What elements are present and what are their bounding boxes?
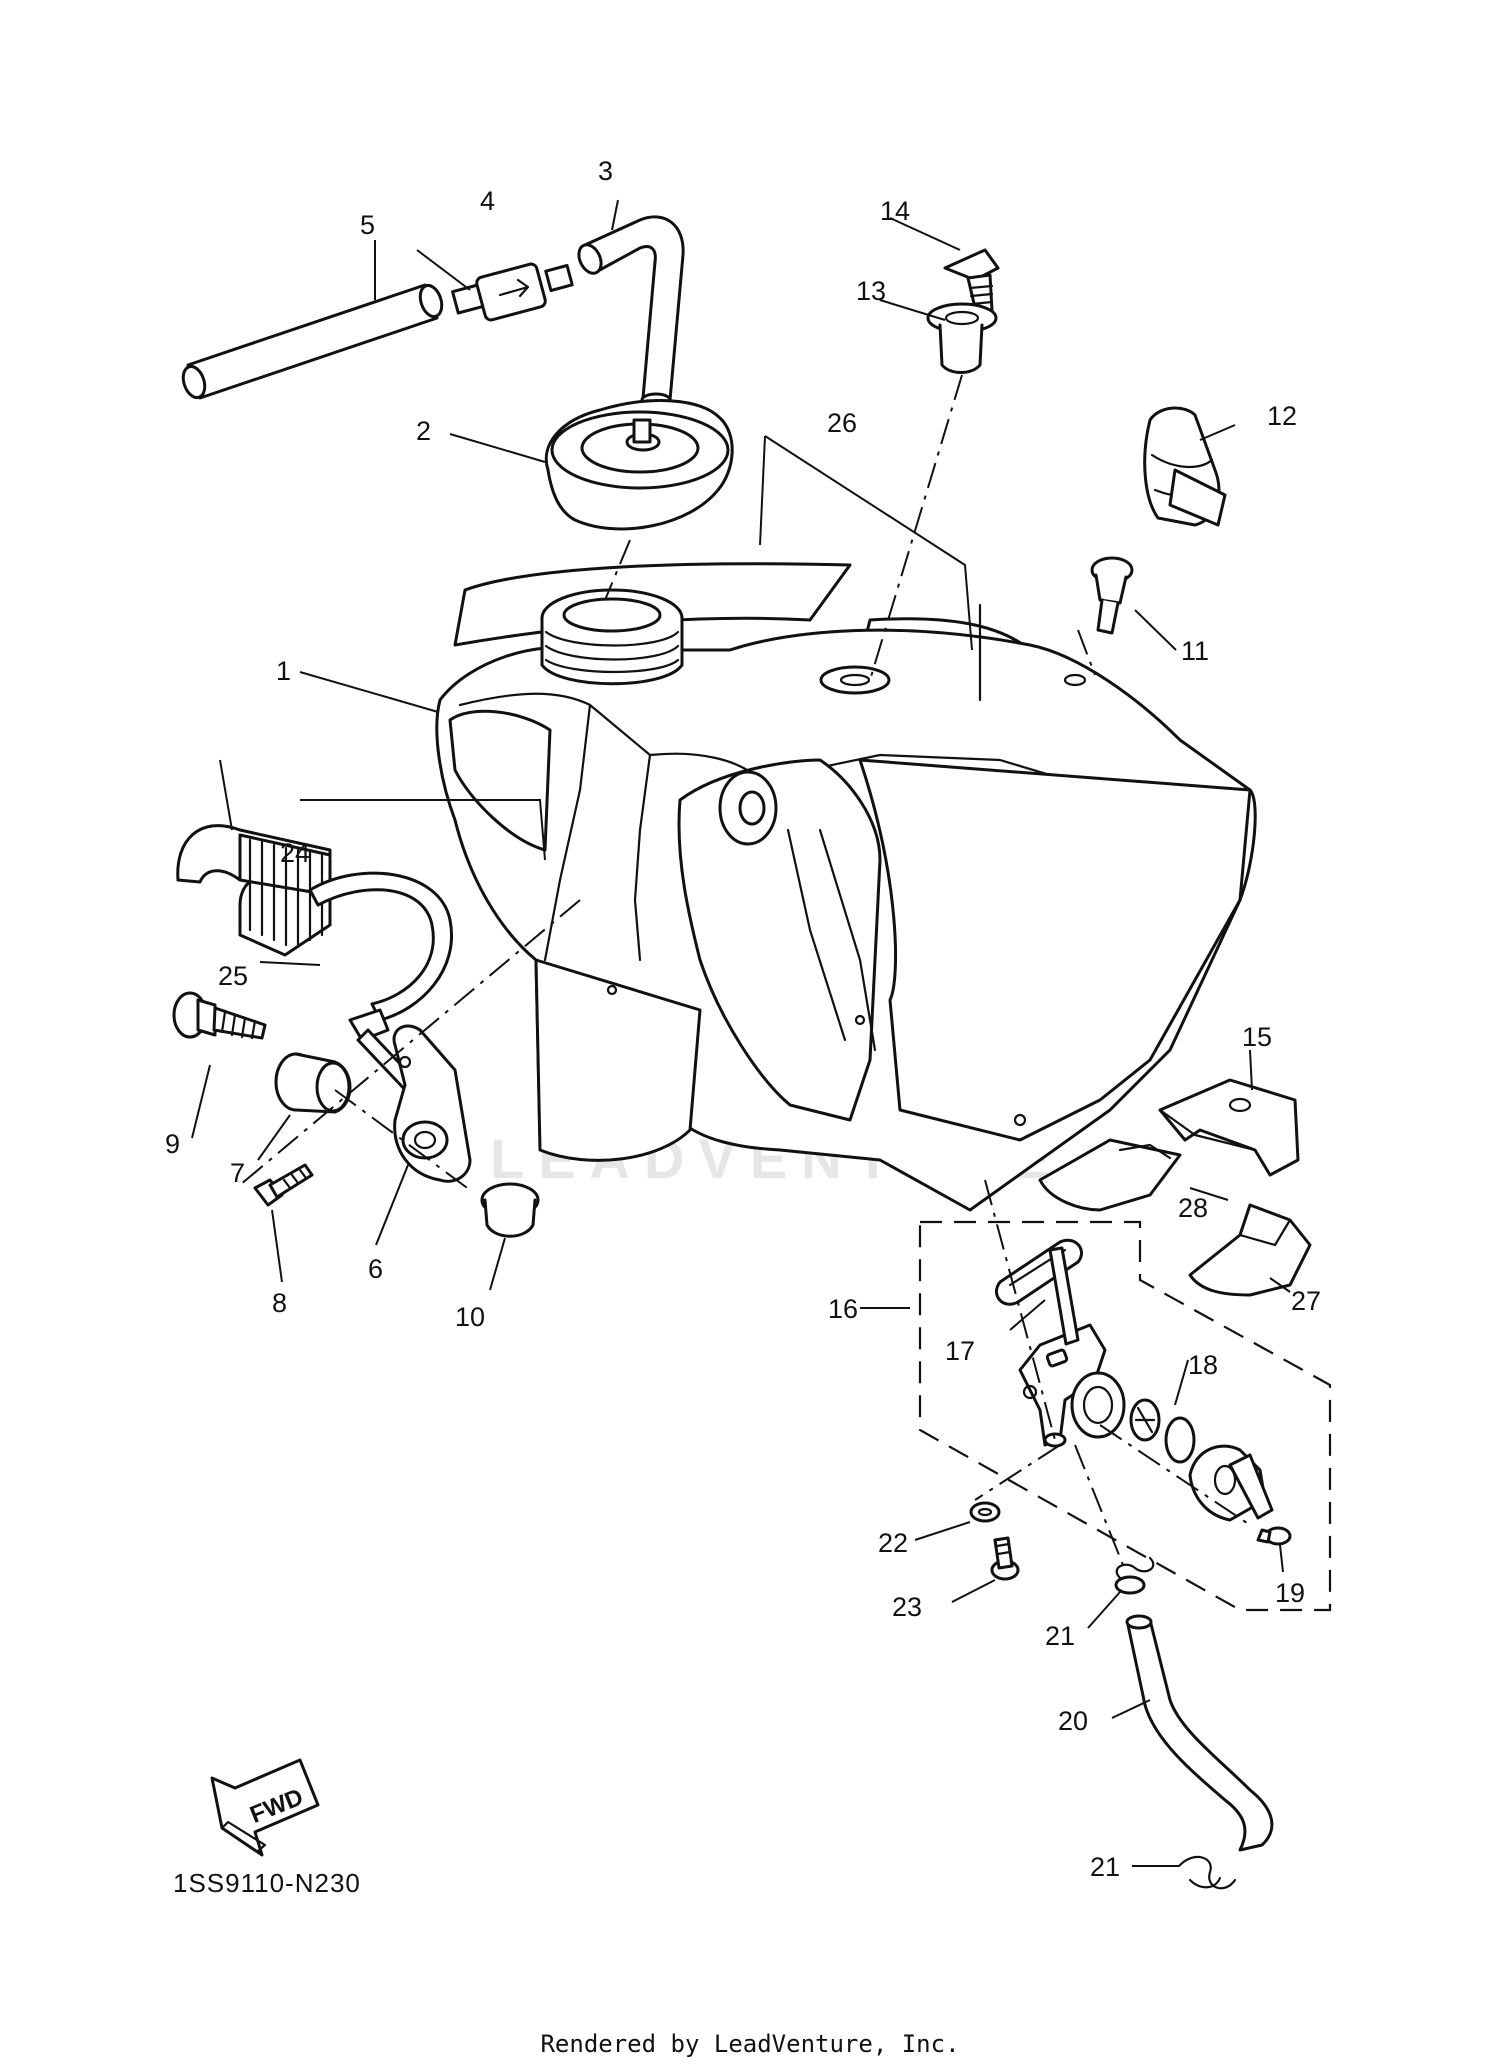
callout-22: 22 [878,1528,908,1558]
callout-27: 27 [1291,1286,1321,1316]
part-12-strap [1143,406,1227,527]
callout-19: 19 [1275,1578,1305,1608]
callout-21-upper: 21 [1045,1621,1075,1651]
callout-7: 7 [230,1158,245,1188]
part-7-damper [274,1052,352,1114]
callout-14: 14 [880,196,910,226]
callout-10: 10 [455,1302,485,1332]
callout-28: 28 [1178,1193,1208,1223]
diagram-code: 1SS9110-N230 [173,1868,361,1898]
fwd-arrow-icon: FWD [210,1758,320,1857]
callout-4: 4 [480,186,495,216]
callout-23: 23 [892,1592,922,1622]
part-6-bracket [392,1024,472,1183]
part-11-bolt [1090,556,1134,635]
part-14-screw [943,248,1000,314]
callout-21-lower: 21 [1090,1852,1120,1882]
part-21-clip-upper [1114,1556,1155,1595]
part-22-washer [969,1501,1001,1523]
part-1-fuel-tank [435,588,1257,1212]
part-19-screw [1256,1526,1292,1546]
part-8-bolt [253,1163,314,1207]
part-28-pad [1038,1138,1182,1212]
callout-6: 6 [368,1254,383,1284]
callout-25: 25 [218,961,248,991]
callout-1: 1 [276,656,291,686]
callout-26: 26 [827,408,857,438]
part-3-bent-hose [577,215,685,408]
rendered-by-footer: Rendered by LeadVenture, Inc. [540,2030,960,2058]
callout-11: 11 [1181,636,1209,666]
callout-18: 18 [1188,1350,1218,1380]
callout-9: 9 [165,1129,180,1159]
assembly-lines [239,374,1251,1571]
callout-13: 13 [856,276,886,306]
part-4-check-valve [451,262,574,322]
part-21-clip-lower [1178,1855,1237,1890]
callouts: 24 25 5 4 3 2 1 14 13 26 12 11 9 7 6 8 1… [165,156,1321,1882]
callout-24: 24 [280,838,310,868]
callout-20: 20 [1058,1706,1088,1736]
part-9-bolt [172,991,267,1040]
part-15-bracket [1158,1078,1300,1177]
callout-2: 2 [416,416,431,446]
part-20-fuel-hose [1125,1614,1274,1852]
part-13-collar [926,302,998,374]
part-18-oring [1129,1398,1196,1464]
callout-8: 8 [272,1288,287,1318]
callout-15: 15 [1242,1022,1272,1052]
part-16-fuel-cock [1018,1246,1126,1448]
part-10-collar [480,1182,540,1238]
callout-12: 12 [1267,401,1297,431]
leader-lines [191,199,1291,1867]
part-23-screw [990,1536,1020,1581]
part-5-hose [181,283,444,400]
callout-17: 17 [945,1336,975,1366]
callout-16: 16 [828,1294,858,1324]
part-16-lever [1188,1444,1274,1522]
part-27-pad [1188,1203,1312,1297]
part-2-fuel-cap [544,399,734,531]
callout-5: 5 [360,210,375,240]
part-24-damper [176,824,332,957]
callout-3: 3 [598,156,613,186]
